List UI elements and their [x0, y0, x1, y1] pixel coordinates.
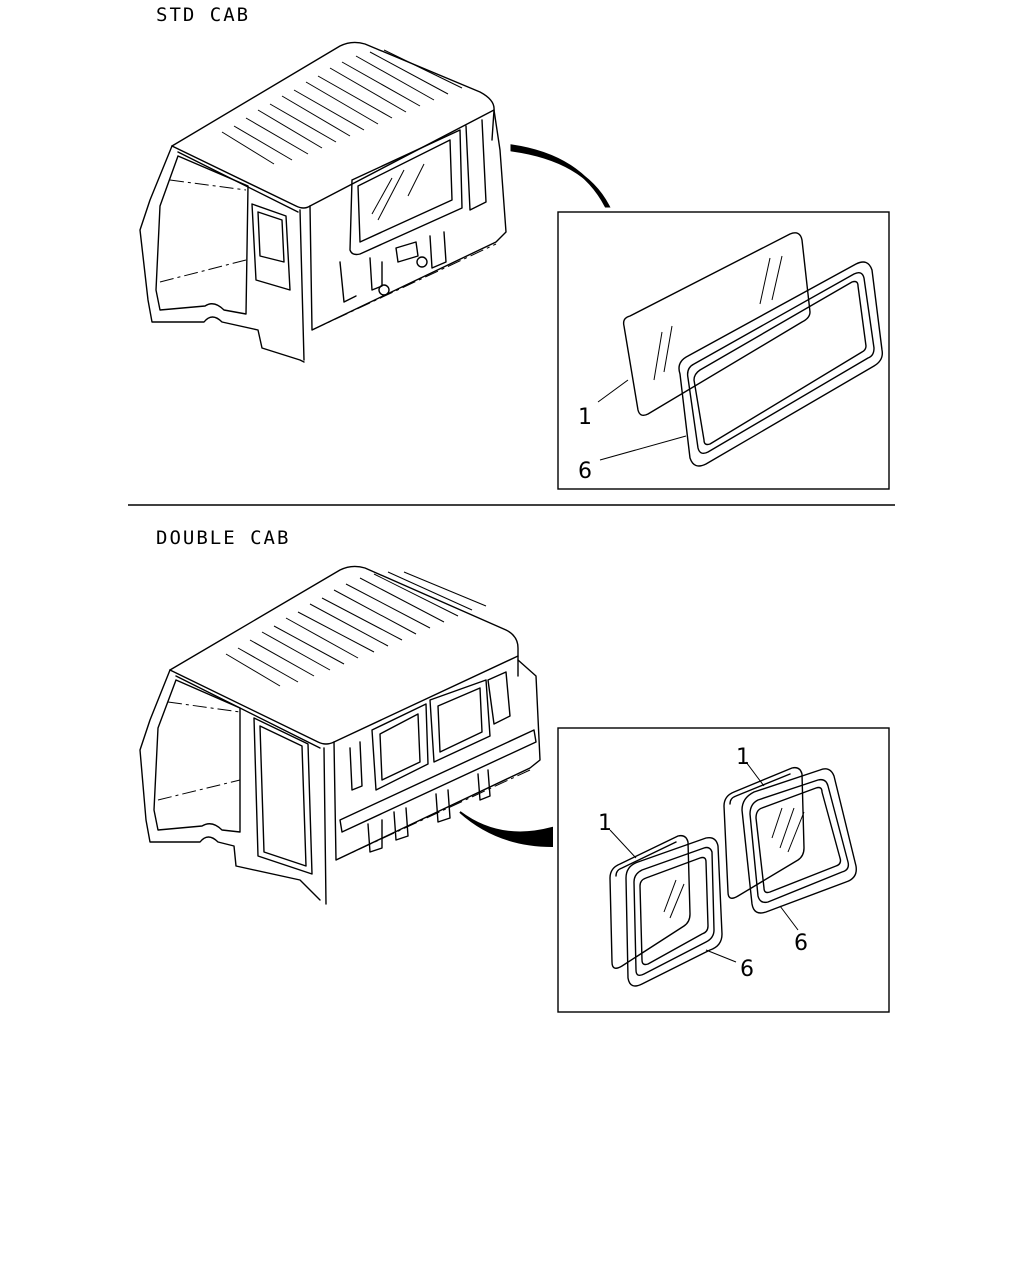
double-cab-body: [139, 565, 541, 905]
double-right-callout-1: 1: [736, 745, 750, 770]
std-arrow: [510, 144, 611, 208]
std-cab-body: [139, 41, 507, 363]
std-callout-1-leader: [597, 379, 629, 403]
double-right-callout-6-leader: [779, 905, 799, 931]
std-weatherstrip: [678, 261, 884, 467]
double-right-weatherstrip: [741, 768, 857, 914]
double-right-glass: [723, 766, 805, 899]
double-left-weatherstrip: [625, 836, 723, 987]
double-left-callout-1-leader: [609, 829, 637, 859]
double-left-callout-1: 1: [598, 811, 612, 836]
std-callout-6-leader: [599, 435, 687, 461]
double-arrow: [459, 811, 553, 848]
double-left-glass: [609, 834, 691, 969]
std-detail-box: [557, 211, 890, 490]
double-cab-title: DOUBLE CAB: [156, 527, 291, 549]
std-cab-title: STD CAB: [156, 4, 251, 26]
std-callout-6: 6: [578, 459, 592, 484]
std-callout-1: 1: [578, 405, 592, 430]
double-right-callout-1-leader: [745, 761, 765, 787]
double-right-callout-6: 6: [794, 931, 808, 956]
double-left-callout-6-leader: [705, 949, 737, 963]
std-glass: [622, 232, 811, 417]
double-detail-box: [557, 727, 890, 1013]
double-left-callout-6: 6: [740, 957, 754, 982]
